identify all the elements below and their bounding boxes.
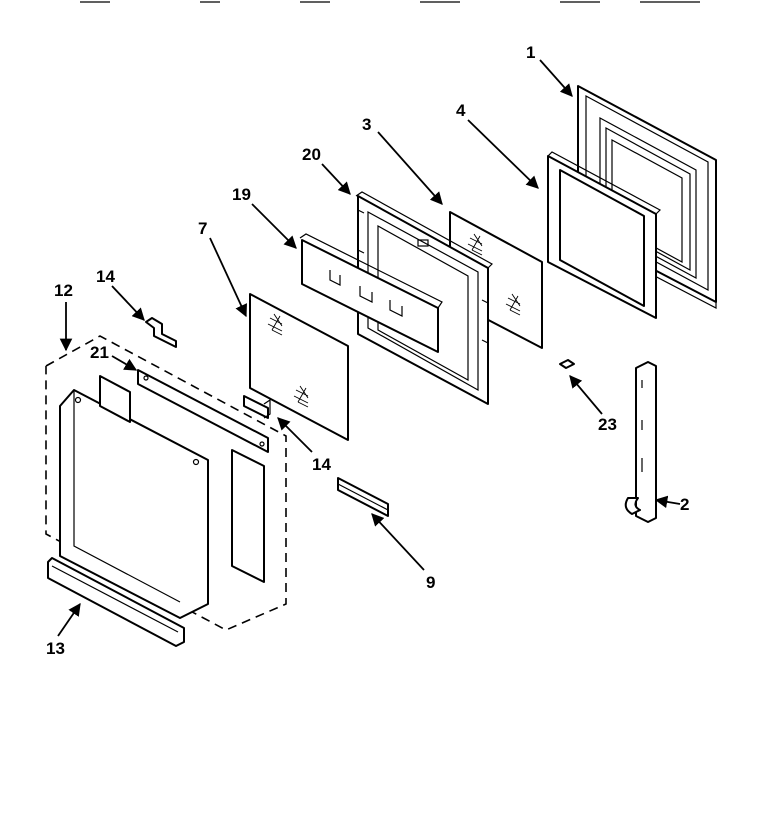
- part-4-door-frame: [547, 151, 661, 319]
- callout-2: 2: [680, 495, 689, 514]
- callout-23: 23: [598, 415, 617, 434]
- callout-21: 21: [90, 343, 109, 362]
- part-2-hinge: [624, 361, 657, 523]
- callout-4: 4: [456, 101, 466, 120]
- part-21-strip: [137, 369, 269, 453]
- callout-20: 20: [302, 145, 321, 164]
- part-23-clip: [559, 359, 575, 369]
- callout-13: 13: [46, 639, 65, 658]
- part-13-handle: [47, 557, 185, 647]
- part-12-door-assembly: [45, 335, 287, 631]
- callout-3: 3: [362, 115, 371, 134]
- part-14-bracket-upper: [145, 317, 177, 348]
- part-7-inner-glass: [249, 293, 349, 441]
- callout-14-upper: 14: [96, 267, 115, 286]
- part-19-baffle: [299, 233, 443, 353]
- part-14-bracket-lower: [243, 395, 271, 419]
- callout-14-lower: 14: [312, 455, 331, 474]
- leader-lines: [57, 59, 681, 637]
- callout-1: 1: [526, 43, 535, 62]
- callout-19: 19: [232, 185, 251, 204]
- callout-7: 7: [198, 219, 207, 238]
- callout-9: 9: [426, 573, 435, 592]
- callout-12: 12: [54, 281, 73, 300]
- part-9-rail: [337, 477, 389, 517]
